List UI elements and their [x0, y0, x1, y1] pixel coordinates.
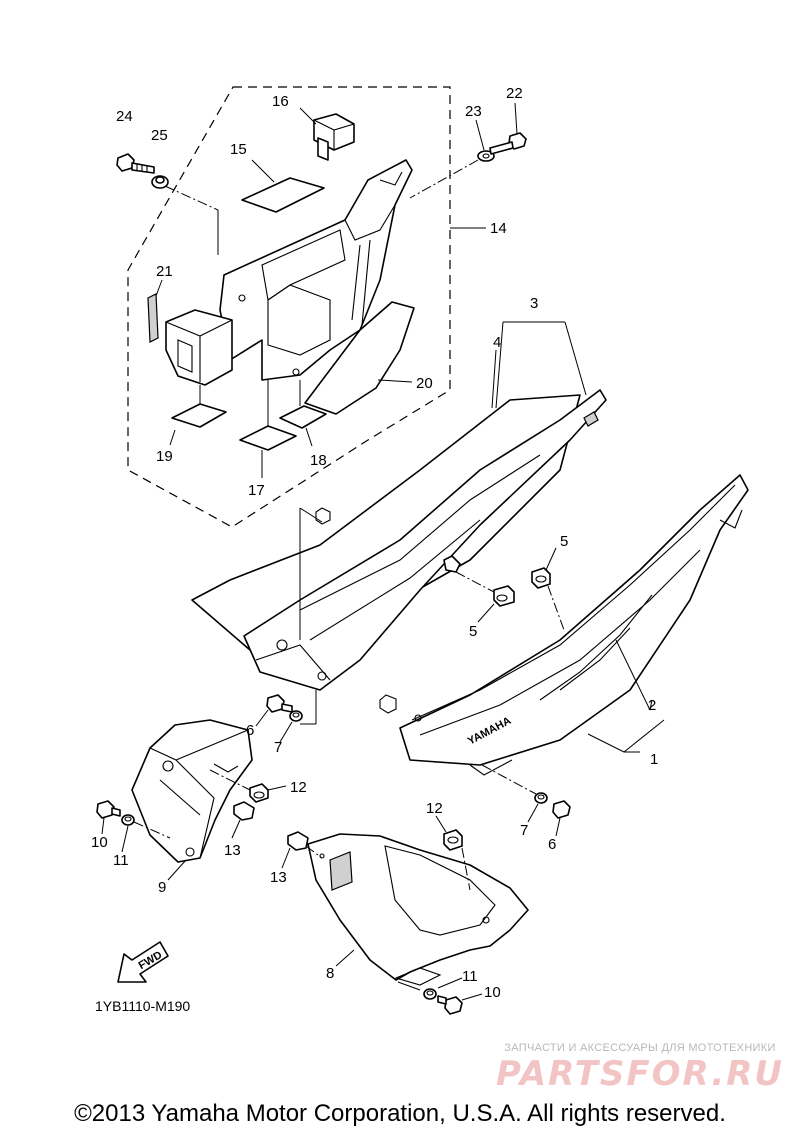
callout-11-left: 11 — [113, 852, 129, 869]
part-code: 1YB1110-M190 — [95, 998, 190, 1014]
callout-13-right: 13 — [270, 869, 287, 886]
callout-17: 17 — [248, 482, 265, 499]
screw-6-left — [266, 694, 293, 713]
callout-23: 23 — [465, 103, 482, 120]
callout-10-right: 10 — [484, 984, 501, 1001]
fwd-arrow-icon: FWD — [117, 941, 169, 983]
copyright-notice: ©2013 Yamaha Motor Corporation, U.S.A. A… — [74, 1100, 726, 1127]
grommet-12-right — [443, 829, 463, 851]
pad-19 — [171, 403, 227, 428]
bolt-24 — [116, 153, 155, 174]
grommet-12-left — [249, 783, 269, 803]
pad-17 — [239, 425, 297, 451]
subassembly-boundary — [127, 86, 451, 528]
callout-25: 25 — [151, 127, 168, 144]
collar-25 — [151, 175, 169, 189]
collar-11-left — [121, 814, 135, 826]
screw-10-right — [437, 995, 463, 1015]
pad-18 — [279, 405, 327, 429]
callout-20: 20 — [416, 375, 433, 392]
callout-10-left: 10 — [91, 834, 108, 851]
callout-9: 9 — [158, 879, 166, 896]
cover-8 — [307, 833, 529, 986]
grommet-13-left — [233, 801, 255, 821]
callout-6-right: 6 — [548, 836, 556, 853]
callout-12-right: 12 — [426, 800, 443, 817]
svg-text:FWD: FWD — [137, 949, 165, 972]
callout-5-left: 5 — [469, 623, 477, 640]
battery-box-14 — [219, 159, 413, 381]
screw-6-right — [552, 800, 571, 819]
callout-22: 22 — [506, 85, 523, 102]
callout-2: 2 — [648, 697, 656, 714]
cover-9 — [131, 719, 253, 863]
callout-14: 14 — [490, 220, 507, 237]
strip-21 — [147, 293, 159, 343]
callout-4: 4 — [493, 334, 501, 351]
callout-1: 1 — [650, 751, 658, 768]
callout-5-right: 5 — [560, 533, 568, 550]
callout-labels: 24 25 16 23 22 15 14 21 20 19 18 17 3 4 … — [91, 85, 658, 1001]
side-cover-right-1: YAMAHA — [399, 474, 749, 776]
grommet-13-right — [287, 831, 309, 851]
screw-10-left — [96, 800, 121, 819]
watermark: ЗАПЧАСТИ И АКСЕССУАРЫ ДЛЯ МОТОТЕХНИКИ PA… — [490, 1042, 790, 1094]
collar-7-right — [534, 792, 548, 804]
cover-20 — [304, 301, 415, 415]
callout-16: 16 — [272, 93, 289, 110]
bolt-22 — [489, 132, 527, 155]
callout-7-right: 7 — [520, 822, 528, 839]
relay-16 — [313, 113, 355, 161]
callout-12-left: 12 — [290, 779, 307, 796]
callout-3: 3 — [530, 295, 538, 312]
callout-6-left: 6 — [246, 722, 254, 739]
battery-box-bracket — [165, 309, 233, 386]
callout-24: 24 — [116, 108, 133, 125]
callout-21: 21 — [156, 263, 173, 280]
pad-15 — [241, 177, 325, 213]
callout-11-right: 11 — [462, 968, 478, 985]
watermark-brand: PARTSFOR.RU — [495, 1054, 785, 1094]
washer-23 — [477, 150, 495, 162]
callout-19: 19 — [156, 448, 173, 465]
collar-11-right — [423, 988, 437, 1000]
side-cover-left-3 — [191, 389, 607, 691]
collar-7-left — [289, 710, 303, 722]
grommet-5-left — [493, 585, 515, 607]
watermark-tagline: ЗАПЧАСТИ И АКСЕССУАРЫ ДЛЯ МОТОТЕХНИКИ — [504, 1042, 776, 1054]
callout-18: 18 — [310, 452, 327, 469]
callout-13-left: 13 — [224, 842, 241, 859]
callout-7-left: 7 — [274, 739, 282, 756]
callout-8: 8 — [326, 965, 334, 982]
callout-15: 15 — [230, 141, 247, 158]
grommet-5-right — [531, 567, 551, 589]
